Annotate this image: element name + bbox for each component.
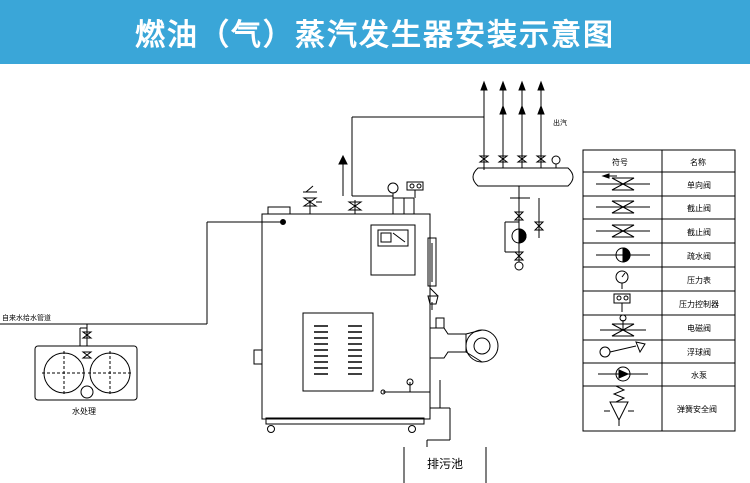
legend-name-7: 电磁阀 bbox=[687, 323, 711, 333]
generator-top-fittings bbox=[302, 116, 485, 214]
check-valve-icon bbox=[596, 173, 650, 191]
level-gauge-and-burner bbox=[427, 237, 499, 363]
legend-name-10: 弹簧安全阀 bbox=[677, 404, 717, 414]
steam-out-label: 出汽 bbox=[553, 118, 567, 127]
stop-valve-icon bbox=[596, 224, 650, 238]
legend-header-name: 名称 bbox=[690, 157, 706, 167]
drain-line bbox=[380, 378, 487, 483]
legend-name-2: 截止阀 bbox=[687, 203, 711, 213]
legend-table bbox=[582, 149, 736, 432]
legend-name-5: 压力表 bbox=[687, 275, 711, 285]
water-pump-icon bbox=[598, 366, 648, 382]
stop-valve-icon bbox=[596, 200, 650, 214]
legend-header-symbol: 符号 bbox=[612, 157, 628, 167]
solenoid-valve-icon bbox=[600, 314, 646, 337]
legend-name-1: 单向阀 bbox=[687, 180, 711, 190]
drain-pool-label: 排污池 bbox=[427, 457, 463, 471]
spring-safety-valve-icon bbox=[604, 385, 634, 426]
legend-name-8: 浮球阀 bbox=[687, 347, 711, 357]
steam-header bbox=[472, 80, 574, 271]
legend-name-4: 疏水阀 bbox=[687, 251, 711, 261]
drain-valve-icon bbox=[596, 247, 650, 263]
pressure-controller-icon bbox=[613, 293, 631, 312]
float-valve-icon bbox=[599, 341, 646, 358]
legend-name-6: 压力控制器 bbox=[679, 299, 719, 309]
steam-generator-body bbox=[253, 206, 431, 433]
water-supply-label: 自来水给水管道 bbox=[2, 313, 51, 322]
legend-name-3: 截止阀 bbox=[687, 227, 711, 237]
pressure-gauge-icon bbox=[615, 270, 629, 289]
page-title: 燃油（气）蒸汽发生器安装示意图 bbox=[135, 18, 615, 53]
water-supply-pipe bbox=[0, 221, 283, 359]
title-banner: 燃油（气）蒸汽发生器安装示意图 bbox=[0, 0, 750, 64]
water-treatment-label: 水处理 bbox=[72, 406, 96, 416]
water-treatment-unit bbox=[34, 345, 138, 401]
legend-name-9: 水泵 bbox=[691, 370, 707, 380]
